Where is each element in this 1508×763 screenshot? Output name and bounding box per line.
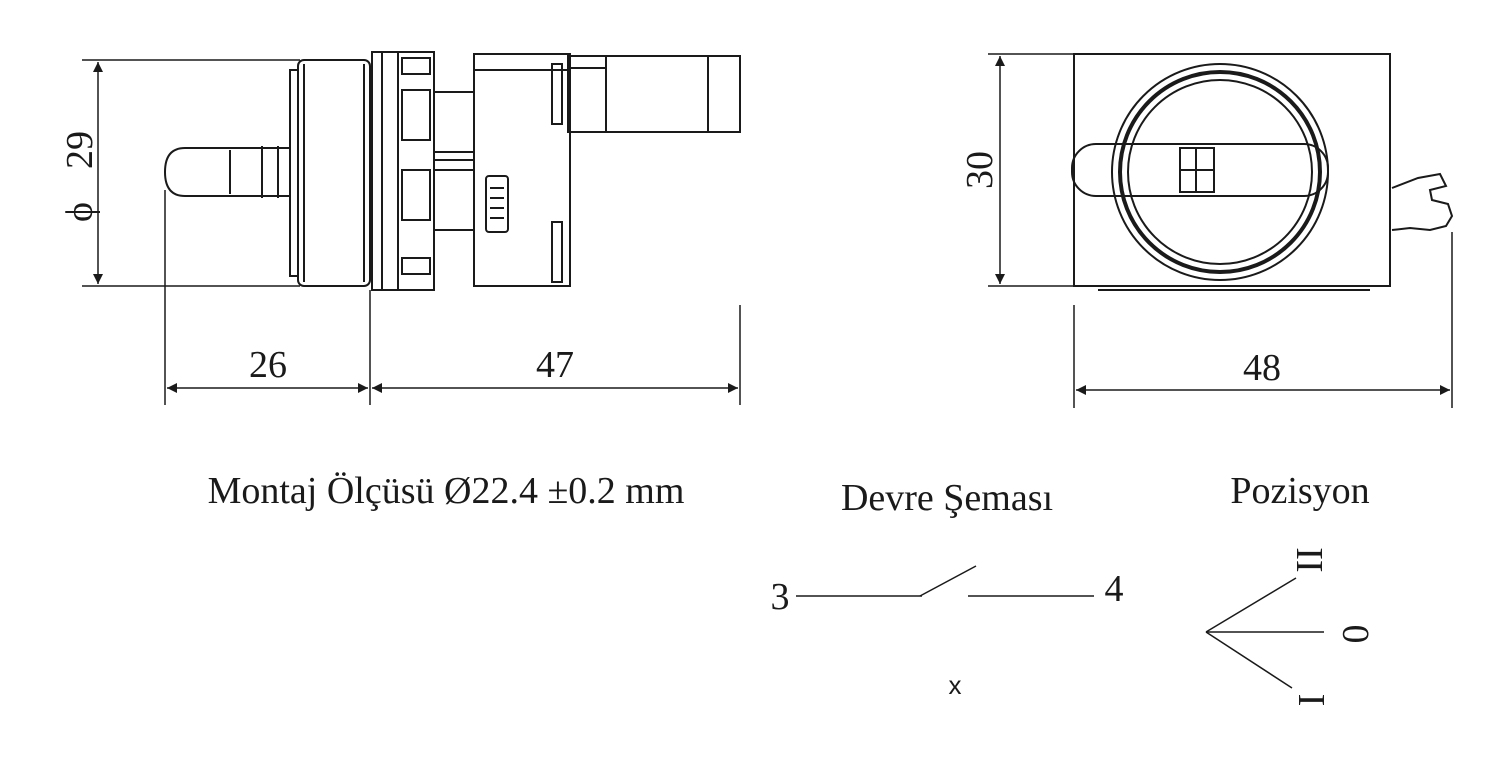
knob-handle <box>1071 143 1329 197</box>
locking-ring <box>371 51 435 291</box>
depth-front-label: 26 <box>249 344 287 386</box>
front-width-label: 48 <box>1243 347 1281 389</box>
circuit-caption: Devre Şeması <box>841 477 1053 519</box>
front-view-dimensions <box>988 53 1453 408</box>
diameter-symbol: ϕ <box>59 202 101 222</box>
key-tab <box>1391 172 1454 232</box>
contact-block <box>473 53 571 287</box>
front-view <box>1071 53 1454 291</box>
position-caption: Pozisyon <box>1230 470 1369 512</box>
terminal-right-label: 4 <box>1105 568 1124 610</box>
side-view <box>163 51 741 291</box>
position-diagram <box>1205 577 1324 689</box>
position-upper-label: II <box>1289 547 1331 572</box>
mounting-caption: Montaj Ölçüsü Ø22.4 ±0.2 mm <box>208 470 685 512</box>
circuit-diagram <box>796 565 1094 597</box>
contact-mark: x <box>949 670 962 700</box>
front-height-label: 30 <box>959 151 1001 189</box>
housing <box>1073 53 1391 291</box>
knob-lever <box>163 146 290 198</box>
stem <box>433 91 475 231</box>
side-view-dimensions <box>82 59 741 405</box>
terminal-tab <box>567 55 741 133</box>
depth-back-label: 47 <box>536 344 574 386</box>
knob-ring <box>1111 63 1329 281</box>
position-lower-label: I <box>1291 694 1333 707</box>
bezel <box>289 59 371 287</box>
circuit-switch-contact <box>919 565 977 597</box>
position-line-upper <box>1205 577 1297 633</box>
position-line-lower <box>1205 631 1293 689</box>
terminal-left-label: 3 <box>771 576 790 618</box>
diameter-label: 29 <box>59 131 101 169</box>
position-middle-label: 0 <box>1335 625 1377 644</box>
